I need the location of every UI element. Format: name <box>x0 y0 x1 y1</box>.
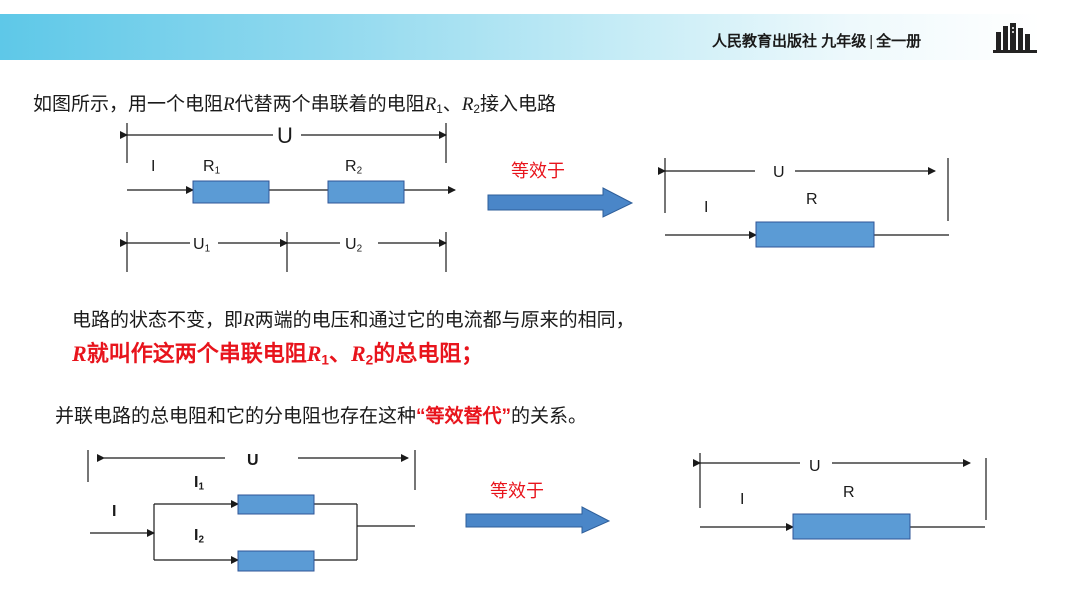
books-icon <box>993 23 1037 53</box>
intro-text: 如图所示，用一个电阻R代替两个串联着的电阻R1、R2接入电路 <box>33 94 556 116</box>
parallel-equivalent-circuit <box>693 453 987 531</box>
resistor-branch-2 <box>237 550 315 572</box>
parallel-circuit <box>87 450 416 564</box>
definition-text: R就叫作这两个串联电阻R1、R2的总电阻； <box>72 341 484 368</box>
series-eq-resistor-label: R <box>806 191 818 208</box>
resistor-branch-1 <box>237 494 315 515</box>
series-r2-label: R2 <box>345 158 363 177</box>
series-eq-voltage-label: U <box>773 164 785 181</box>
parallel-eq-resistor-label: R <box>843 484 855 501</box>
resistor-r2 <box>327 180 405 204</box>
resistor-r1 <box>192 180 270 204</box>
equivalent-label-2: 等效于 <box>490 481 544 501</box>
header-separator: | <box>869 33 874 50</box>
parallel-i2-label: I2 <box>194 527 204 546</box>
header-banner <box>0 14 1040 60</box>
header-title: 人民教育出版社 九年级|全一册 <box>712 30 921 51</box>
series-u1-label: U1 <box>193 236 211 255</box>
volume-label: 全一册 <box>876 33 922 50</box>
equivalent-label-1: 等效于 <box>511 161 565 181</box>
equivalent-arrow-1 <box>487 187 634 218</box>
parallel-voltage-label: U <box>247 452 259 469</box>
equivalent-arrow-2 <box>465 506 611 534</box>
parallel-current-label: I <box>112 503 117 520</box>
parallel-eq-voltage-label: U <box>809 458 821 475</box>
parallel-i1-label: I1 <box>194 474 204 493</box>
resistor-r-parallel <box>792 513 911 540</box>
resistor-r-series <box>755 221 875 248</box>
series-current-label: I <box>151 158 156 175</box>
series-r1-label: R1 <box>203 158 221 177</box>
grade-label: 九年级 <box>821 33 867 50</box>
series-circuit <box>120 123 456 272</box>
publisher-name: 人民教育出版社 <box>712 33 818 50</box>
state-text: 电路的状态不变，即R两端的电压和通过它的电流都与原来的相同， <box>72 310 635 331</box>
series-eq-current-label: I <box>704 199 709 216</box>
series-u2-label: U2 <box>345 236 363 255</box>
series-voltage-label: U <box>277 123 293 148</box>
parallel-eq-current-label: I <box>740 491 745 508</box>
parallel-text: 并联电路的总电阻和它的分电阻也存在这种“等效替代”的关系。 <box>55 406 588 427</box>
series-equivalent-circuit <box>658 158 949 239</box>
